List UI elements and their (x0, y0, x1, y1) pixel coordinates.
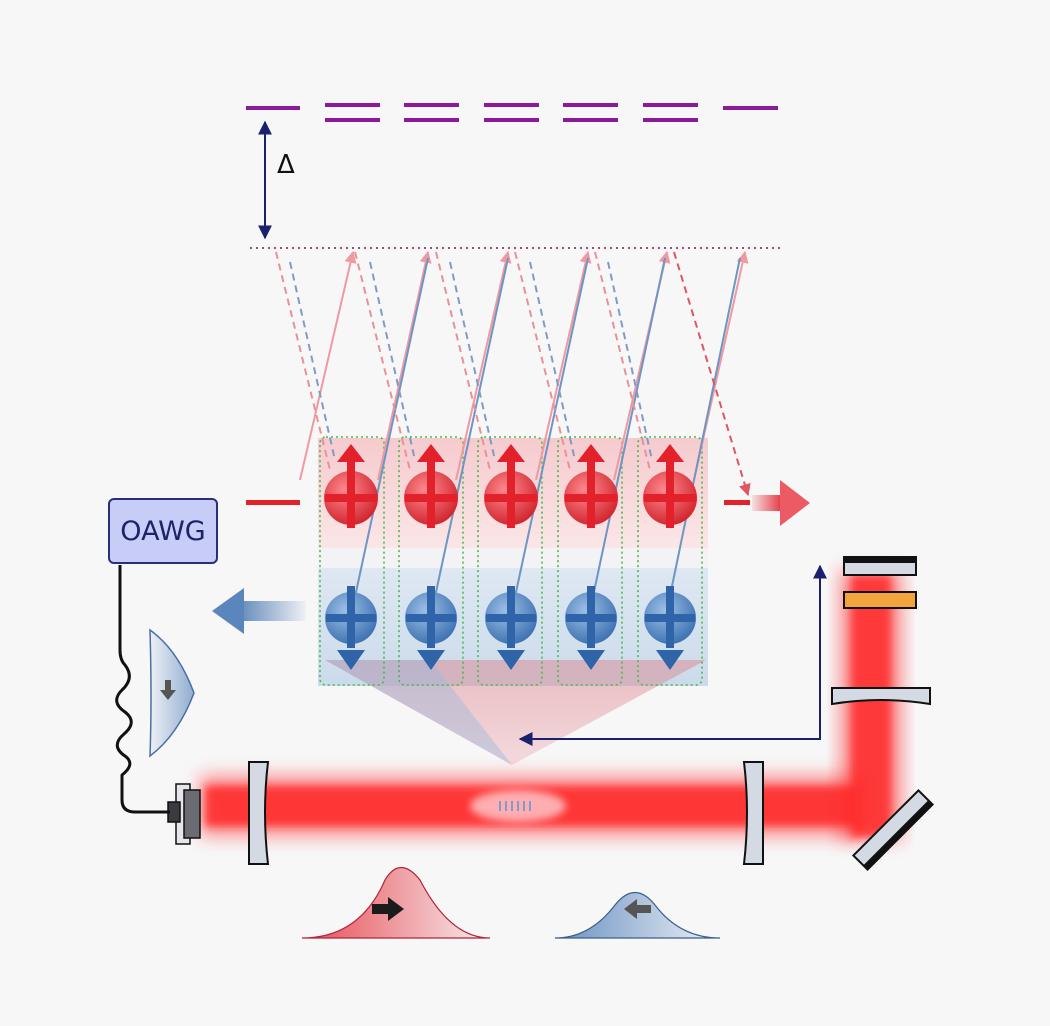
spin-down-icon (485, 586, 537, 670)
arrow-down-icon (160, 680, 176, 700)
arrow-right-icon (752, 480, 810, 526)
emission-cone-blue (325, 660, 512, 765)
atom-cell (398, 436, 464, 686)
upper-energy-levels (246, 103, 778, 122)
atom-cell (557, 436, 623, 686)
arrow-right-icon (372, 897, 404, 921)
spin-down-icon (644, 586, 696, 670)
cavity-mirror-right (742, 761, 764, 865)
raman-transitions-dashed (275, 251, 751, 497)
blue-pulse (554, 891, 721, 939)
spin-up-icon (404, 444, 458, 528)
spin-up-icon (324, 444, 378, 528)
vertical-beam (840, 570, 902, 840)
atom-cell (477, 436, 543, 686)
detuning-label: Δ (277, 150, 295, 180)
spin-up-icon (564, 444, 618, 528)
spin-down-icon (565, 586, 617, 670)
vertical-pulse (149, 628, 195, 758)
spin-down-atoms (325, 586, 696, 670)
waveplate (843, 591, 917, 609)
ground-level-left (246, 500, 300, 505)
feedback-path (518, 564, 827, 746)
arrow-left-icon (624, 899, 651, 919)
cavity-mirror-left (248, 761, 270, 865)
arrow-left-icon (212, 588, 306, 634)
spin-up-atoms (324, 444, 697, 528)
modulator-icon (167, 783, 201, 845)
spin-up-icon (643, 444, 697, 528)
raman-transitions-blue-solid (349, 257, 741, 621)
atom-cell (637, 436, 703, 686)
oawg-box: OAWG (108, 498, 218, 564)
spin-up-icon (484, 444, 538, 528)
emission-cone (325, 660, 706, 765)
folding-mirror (851, 788, 935, 872)
spin-down-icon (405, 586, 457, 670)
oawg-label: OAWG (120, 515, 206, 547)
atom-cell (319, 436, 385, 686)
atom-cells (319, 436, 703, 686)
lens (831, 687, 931, 706)
oawg-cable (115, 565, 170, 814)
spin-down-icon (325, 586, 377, 670)
detector (843, 556, 917, 576)
ground-level-right (724, 500, 750, 505)
red-pulse (301, 866, 491, 939)
